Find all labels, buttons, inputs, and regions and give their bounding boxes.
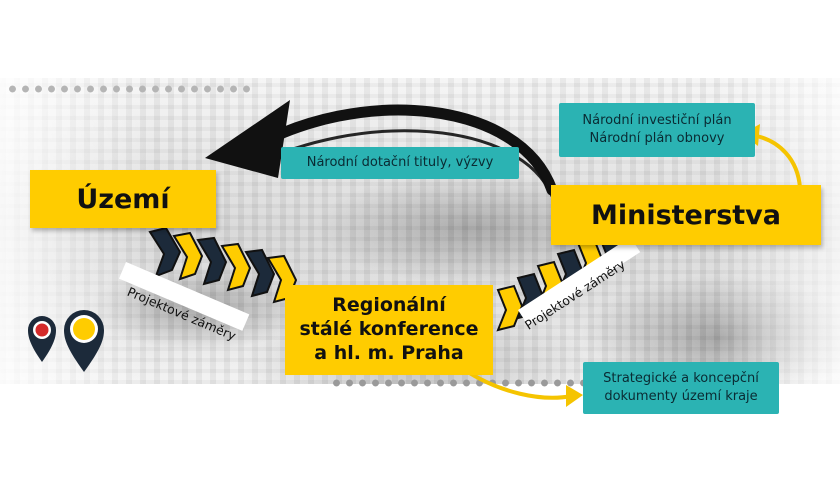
note-strategicke-dokumenty: Strategické a koncepční dokumenty území … — [583, 362, 779, 414]
label-strip-right — [518, 237, 641, 326]
map-pin-yellow-icon — [64, 310, 104, 372]
chevron-left-1 — [148, 226, 182, 278]
node-regionalni-line-2: stálé konference — [299, 318, 479, 341]
node-ministerstva-label: Ministerstva — [590, 199, 781, 231]
arrow-ministerstva-to-plans — [750, 133, 802, 190]
chevron-left-4 — [220, 242, 252, 292]
chevron-right-1 — [496, 284, 524, 332]
note-narodni-plany: Národní investiční plán Národní plán obn… — [559, 103, 755, 157]
dotted-line-top — [6, 85, 256, 93]
chevrons-left — [148, 226, 298, 304]
node-regionalni-konference: Regionální stálé konference a hl. m. Pra… — [285, 285, 493, 375]
note-narodni-dotacni-tituly: Národní dotační tituly, výzvy — [281, 147, 519, 179]
arrowhead-strategic — [566, 385, 583, 407]
node-uzemi-label: Území — [76, 183, 170, 215]
arrow-regional-to-strategic — [466, 370, 574, 400]
chevron-left-5 — [244, 248, 276, 298]
note-narodni-plany-line-1: Národní investiční plán — [582, 113, 732, 129]
node-regionalni-line-1: Regionální — [332, 294, 446, 317]
node-regionalni-line-3: a hl. m. Praha — [314, 341, 464, 364]
chevron-left-2 — [172, 231, 204, 281]
note-strategicke-line-2: dokumenty území kraje — [604, 389, 758, 404]
chevron-left-3 — [196, 236, 228, 286]
dotted-line-bottom — [330, 379, 720, 387]
label-strip-left — [118, 262, 250, 331]
node-uzemi: Území — [30, 170, 216, 228]
arrowhead-uzemi — [205, 100, 290, 178]
map-pin-red-icon — [28, 316, 56, 362]
note-strategicke-line-1: Strategické a koncepční — [603, 371, 759, 387]
node-ministerstva: Ministerstva — [551, 185, 821, 245]
note-narodni-dotacni-text: Národní dotační tituly, výzvy — [306, 155, 494, 171]
note-narodni-plany-line-2: Národní plán obnovy — [589, 131, 725, 146]
